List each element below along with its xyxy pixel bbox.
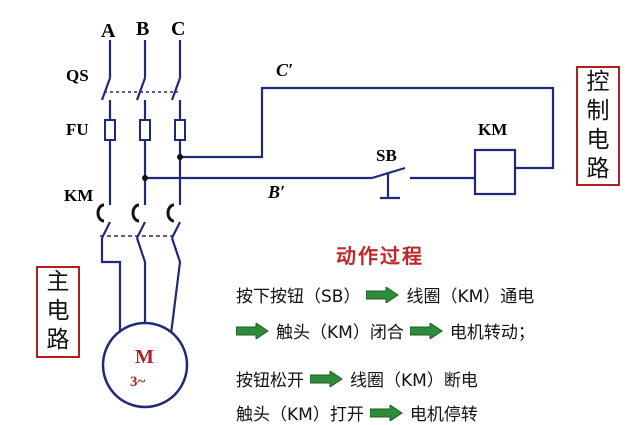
- arrow-icon: [310, 370, 343, 387]
- line1-text-a: 按下按钮（SB）: [236, 287, 361, 307]
- main-char-3: 路: [46, 327, 70, 353]
- fuse-a: [104, 119, 116, 141]
- line3-text-b: 线圈（KM）断电: [350, 371, 478, 391]
- km-main-label: KM: [64, 186, 94, 205]
- line2-text-a: 触头（KM）闭合: [276, 323, 404, 343]
- process-line-4: 触头（KM）打开 电机停转: [236, 400, 478, 425]
- process-line-2: 触头（KM）闭合 电机转动；: [236, 318, 535, 343]
- qs-label: QS: [66, 66, 89, 85]
- main-circuit-label: 主 电 路: [38, 268, 78, 355]
- line1-text-b: 线圈（KM）通电: [406, 287, 535, 307]
- control-wire-c: [180, 86, 555, 170]
- km-arc-a: [96, 203, 105, 223]
- km-arcs: [96, 203, 175, 223]
- km-arc-b: [131, 203, 140, 223]
- phase-c-label: C: [171, 18, 186, 40]
- line4-text-b: 电机停转: [409, 405, 478, 425]
- motor-feed-c: [168, 237, 182, 343]
- junction-b: [142, 175, 148, 181]
- main-circuit-box: 主 电 路: [36, 266, 80, 358]
- km-arc-c: [166, 203, 175, 223]
- process-line-1: 按下按钮（SB） 线圈（KM）通电: [236, 282, 534, 307]
- fuse-b: [139, 119, 151, 141]
- km-coil: [473, 148, 517, 196]
- phase-a-label: A: [101, 20, 116, 42]
- fuse-c: [174, 119, 186, 141]
- motor-feed-a: [100, 238, 122, 342]
- control-char-3: 电: [586, 127, 610, 153]
- motor-feed-b: [135, 237, 147, 340]
- junctions: [142, 154, 183, 181]
- control-circuit-box: 控 制 电 路: [576, 66, 620, 186]
- arrow-icon: [366, 286, 399, 303]
- km-coil-label: KM: [478, 120, 508, 139]
- phase-b-label: B: [136, 18, 150, 40]
- line3-text-a: 按钮松开: [236, 371, 304, 391]
- arrow-icon: [236, 322, 269, 339]
- arrow-icon: [409, 322, 443, 339]
- control-char-4: 路: [586, 156, 610, 182]
- qs-blade-b: [135, 77, 147, 101]
- process-line-3: 按钮松开 线圈（KM）断电: [236, 366, 478, 391]
- qs-blade-c: [170, 77, 182, 101]
- qs-blade-a: [100, 77, 112, 101]
- line4-text-a: 触头（KM）打开: [236, 405, 364, 425]
- motor-circle: [101, 321, 189, 409]
- fuses: [104, 119, 186, 141]
- control-char-2: 制: [586, 98, 610, 124]
- line2-text-b: 电机转动；: [449, 323, 535, 343]
- main-char-1: 主: [46, 269, 70, 295]
- motor-name: M: [135, 346, 154, 368]
- fu-label: FU: [66, 120, 89, 139]
- control-circuit-label: 控 制 电 路: [578, 68, 618, 184]
- motor-phase: 3~: [130, 374, 146, 390]
- arrow-icon: [369, 404, 403, 421]
- control-char-1: 控: [586, 69, 610, 95]
- junction-c: [177, 154, 183, 160]
- b-prime-label: B′: [268, 182, 286, 202]
- sb-label: SB: [376, 146, 397, 165]
- main-char-2: 电: [46, 298, 70, 324]
- process-title: 动作过程: [336, 244, 424, 268]
- c-prime-label: C′: [276, 60, 294, 80]
